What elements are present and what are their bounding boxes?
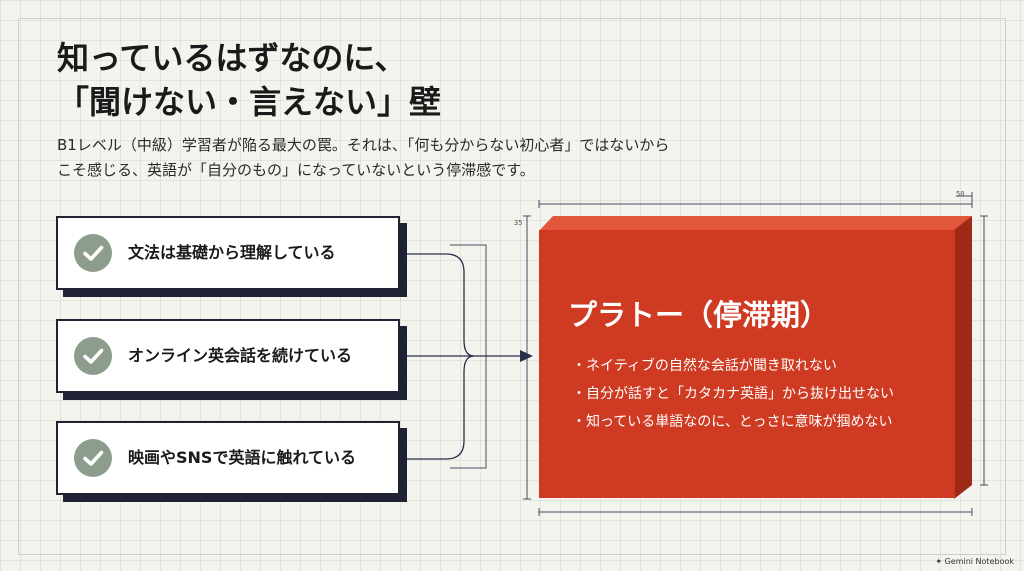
plateau-symptom: 知っている単語なのに、とっさに意味が掴めない [572, 408, 894, 436]
dim-line-left [523, 215, 531, 500]
description-line-1: B1レベル（中級）学習者が陥る最大の罠。それは、「何も分からない初心者」ではない… [57, 136, 670, 154]
description-line-2: こそ感じる、英語が「自分のもの」になっていないという停滞感です。 [57, 161, 535, 179]
checklist-item-online-lessons: オンライン英会話を続けている [56, 319, 400, 393]
bracket-guide [450, 244, 487, 469]
plateau-box-side-face [954, 216, 972, 499]
plateau-symptom: ネイティブの自然な会話が聞き取れない [572, 352, 894, 380]
dim-line-right [980, 215, 988, 486]
dim-line-top [538, 200, 973, 208]
checklist-label: 文法は基礎から理解している [128, 243, 336, 262]
title-line-2: 「聞けない・言えない」壁 [57, 83, 442, 121]
dim-line-topright [956, 192, 973, 200]
connector-line-3 [400, 355, 475, 460]
checklist-label: 映画やSNSで英語に触れている [128, 448, 356, 467]
plateau-title: プラトー（停滞期） [568, 298, 830, 332]
page-description: B1レベル（中級）学習者が陥る最大の罠。それは、「何も分からない初心者」ではない… [57, 133, 669, 183]
plateau-box-top-face [539, 216, 972, 231]
page-title: 知っているはずなのに、 「聞けない・言えない」壁 [57, 36, 441, 124]
check-icon [74, 234, 112, 272]
dimension-label-top: 50 [956, 190, 965, 198]
checklist-item-media: 映画やSNSで英語に触れている [56, 421, 400, 495]
check-icon [74, 439, 112, 477]
connector-line-1 [400, 253, 475, 357]
dimension-label-left: 35 [514, 219, 523, 227]
brand-footer: ✦ Gemini Notebook [935, 557, 1014, 566]
checklist-label: オンライン英会話を続けている [128, 346, 353, 365]
dim-line-bottom [538, 508, 973, 516]
plateau-symptom-list: ネイティブの自然な会話が聞き取れない 自分が話すと「カタカナ英語」から抜け出せな… [572, 352, 894, 436]
title-line-1: 知っているはずなのに、 [57, 39, 407, 77]
plateau-symptom: 自分が話すと「カタカナ英語」から抜け出せない [572, 380, 894, 408]
sparkle-icon: ✦ [935, 557, 943, 566]
brand-name: Gemini Notebook [944, 557, 1014, 566]
check-icon [74, 337, 112, 375]
checklist-item-grammar: 文法は基礎から理解している [56, 216, 400, 290]
